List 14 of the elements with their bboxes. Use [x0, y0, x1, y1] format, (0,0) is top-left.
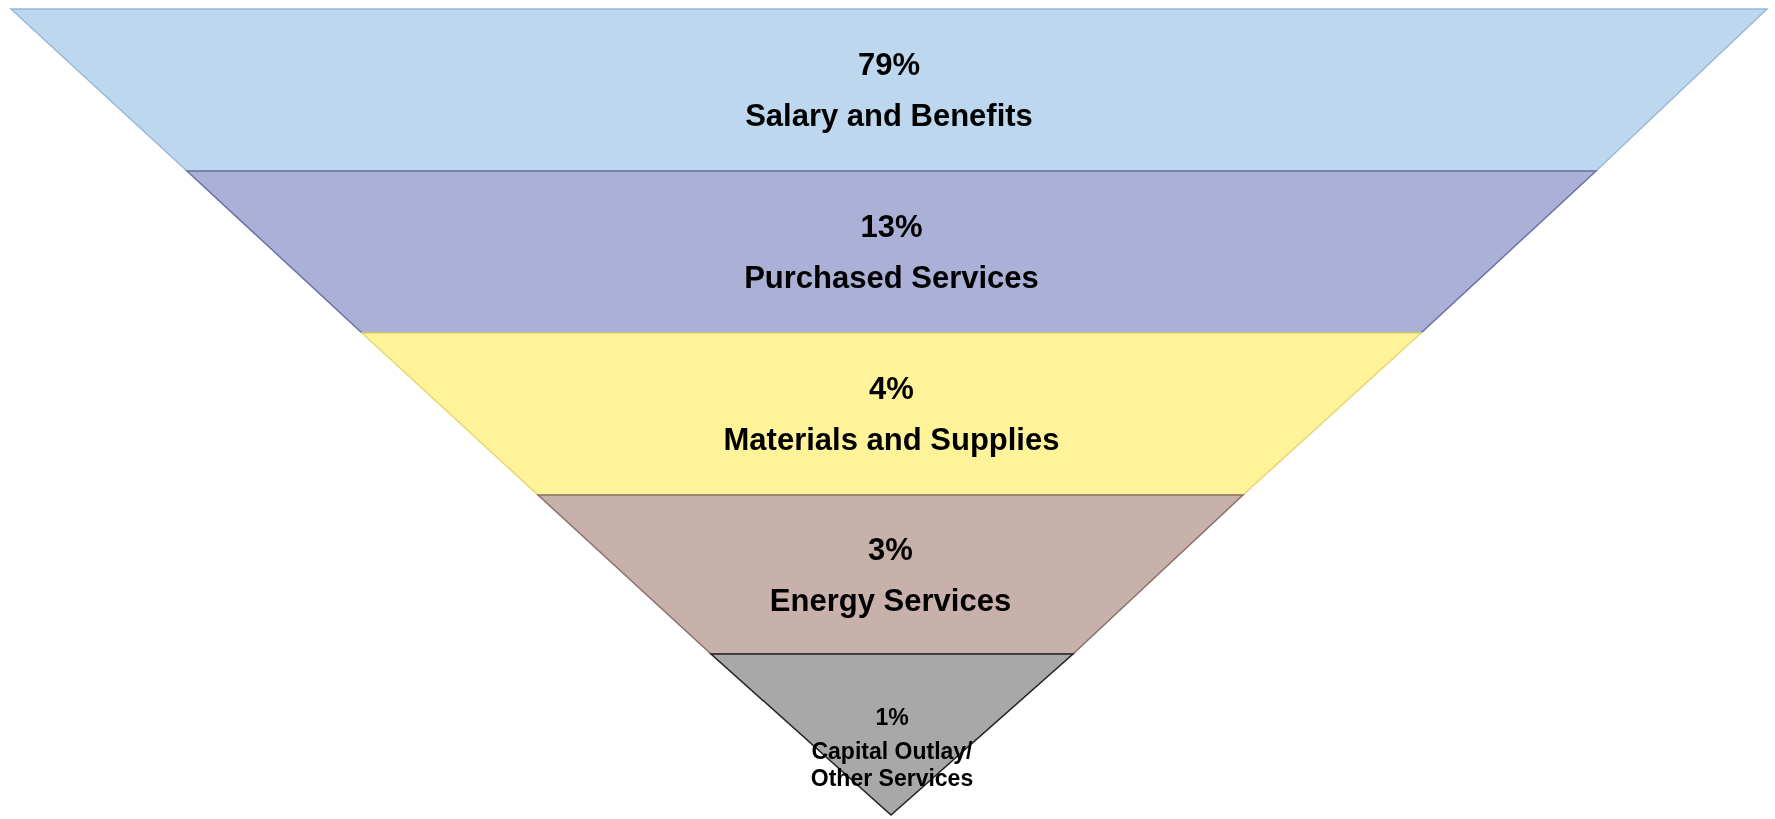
funnel-segment	[362, 333, 1421, 495]
percentage-label: 4%	[869, 373, 914, 404]
category-label: Purchased Services	[744, 262, 1039, 293]
funnel-segment	[538, 495, 1243, 654]
percentage-label: 13%	[860, 211, 923, 242]
category-label: Energy Services	[769, 584, 1012, 616]
percentage-label: 1%	[874, 704, 910, 731]
category-label: Salary and Benefits	[745, 100, 1033, 131]
funnel-segment	[11, 9, 1767, 171]
percentage-label: 79%	[857, 49, 920, 80]
percentage-label: 3%	[868, 533, 913, 565]
category-label: Materials and Supplies	[723, 424, 1060, 455]
funnel-segment	[187, 171, 1596, 333]
funnel-segment	[711, 654, 1073, 815]
